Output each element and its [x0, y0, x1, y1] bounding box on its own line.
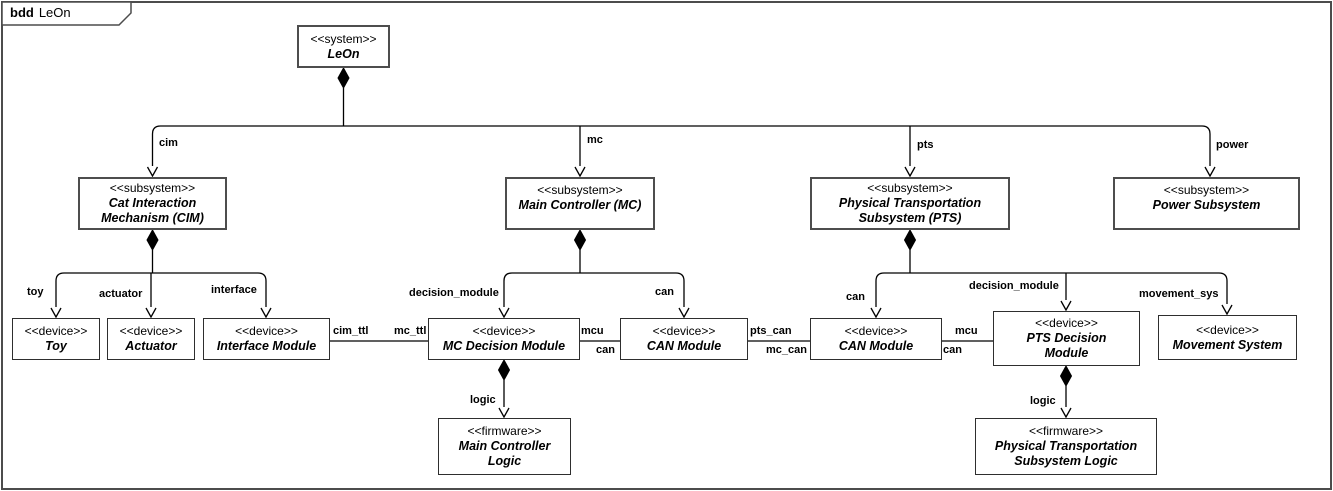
- edge-label-pts-mcu: mcu: [955, 325, 978, 337]
- arrowhead-pts: [904, 166, 916, 178]
- block-name: LeOn: [327, 46, 360, 61]
- edge-cim-branch: [55, 272, 267, 307]
- arrowhead-pts-can: [870, 307, 882, 319]
- edge-label-pts: pts: [917, 139, 934, 151]
- block-leon[interactable]: <<system>> LeOn: [297, 25, 390, 68]
- edge-label-mc-mcu: mcu: [581, 325, 604, 337]
- frame-name: LeOn: [38, 5, 71, 20]
- edge-label-mc-logic: logic: [470, 394, 496, 406]
- edge-label-mc: mc: [587, 134, 603, 146]
- arrowhead-actuator: [145, 307, 157, 319]
- block-mc-decision-module[interactable]: <<device>> MC Decision Module: [428, 318, 580, 360]
- block-stereotype: <<device>>: [119, 324, 183, 338]
- edge-pts-branch: [875, 272, 1228, 307]
- block-name: Main Controller (MC): [518, 198, 642, 212]
- arrowhead-mc-can: [678, 307, 690, 319]
- block-name: Toy: [45, 339, 67, 353]
- edge-label-toy: toy: [27, 286, 44, 298]
- composition-diamond-mc: [573, 228, 587, 252]
- frame-title-tab: [1, 1, 132, 26]
- block-can-module-pts[interactable]: <<device>> CAN Module: [810, 318, 942, 360]
- edge-label-interface: interface: [211, 284, 257, 296]
- block-stereotype: <<device>>: [652, 324, 716, 338]
- block-movement-system[interactable]: <<device>> Movement System: [1158, 315, 1297, 360]
- edge-label-movement-sys: movement_sys: [1139, 288, 1219, 300]
- arrowhead-toy: [50, 307, 62, 319]
- edge-label-mc-can-port: can: [596, 344, 615, 356]
- frame-title: bdd LeOn: [10, 5, 71, 20]
- block-main-controller-logic[interactable]: <<firmware>> Main Controller Logic: [438, 418, 571, 475]
- edge-label-cim: cim: [159, 137, 178, 149]
- block-stereotype: <<firmware>>: [467, 424, 542, 438]
- edge-label-power: power: [1216, 139, 1249, 151]
- block-interface-module[interactable]: <<device>> Interface Module: [203, 318, 330, 360]
- block-stereotype: <<firmware>>: [1028, 424, 1104, 438]
- edge-label-pts-decision: decision_module: [969, 280, 1059, 292]
- block-power-subsystem[interactable]: <<subsystem>> Power Subsystem: [1113, 177, 1300, 230]
- arrowhead-pts-decision: [1060, 300, 1072, 312]
- arrowhead-power: [1204, 166, 1216, 178]
- edge-mc-branch: [503, 272, 685, 307]
- frame-keyword: bdd: [10, 5, 34, 20]
- arrowhead-pts-logic: [1060, 407, 1072, 419]
- block-can-module-mc[interactable]: <<device>> CAN Module: [620, 318, 748, 360]
- edge-label-mc-can-link: mc_can: [766, 344, 807, 356]
- block-main-controller[interactable]: <<subsystem>> Main Controller (MC): [505, 177, 655, 230]
- edge-label-cim-ttl: cim_ttl: [333, 325, 369, 337]
- composition-diamond-pts-decision: [1059, 364, 1073, 388]
- block-stereotype: <<device>>: [24, 324, 88, 338]
- composition-diamond-mc-decision: [497, 358, 511, 382]
- edge-label-pts-can-port: can: [943, 344, 962, 356]
- block-stereotype: <<device>>: [235, 324, 298, 338]
- composition-diamond-pts: [903, 228, 917, 252]
- block-name: Physical Transportation Subsystem Logic: [994, 439, 1138, 468]
- block-name: MC Decision Module: [442, 339, 566, 353]
- block-stereotype: <<device>>: [1196, 322, 1259, 337]
- block-cat-interaction-mechanism[interactable]: <<subsystem>> Cat Interaction Mechanism …: [78, 177, 227, 230]
- block-stereotype: <<subsystem>>: [537, 183, 623, 197]
- arrowhead-interface: [260, 307, 272, 319]
- block-name: Movement System: [1172, 337, 1283, 352]
- block-physical-transportation-subsystem[interactable]: <<subsystem>> Physical Transportation Su…: [810, 177, 1010, 230]
- arrowhead-mc: [574, 166, 586, 178]
- block-stereotype: <<subsystem>>: [867, 181, 953, 195]
- block-name: Main Controller Logic: [458, 439, 551, 468]
- arrowhead-mc-logic: [498, 407, 510, 419]
- edge-label-mc-can: can: [655, 286, 674, 298]
- block-name: Physical Transportation Subsystem (PTS): [838, 196, 982, 225]
- block-actuator[interactable]: <<device>> Actuator: [107, 318, 195, 360]
- arrowhead-movement: [1221, 304, 1233, 316]
- edge-label-mc-decision: decision_module: [409, 287, 499, 299]
- block-name: CAN Module: [646, 339, 722, 353]
- edge-label-pts-can: can: [846, 291, 865, 303]
- block-stereotype: <<subsystem>>: [1163, 183, 1250, 197]
- block-name: CAN Module: [838, 339, 914, 353]
- block-stereotype: <<device>>: [844, 324, 908, 338]
- edge-leon-trunk: [151, 125, 1211, 166]
- block-pts-logic[interactable]: <<firmware>> Physical Transportation Sub…: [975, 418, 1157, 475]
- block-pts-decision-module[interactable]: <<device>> PTS Decision Module: [993, 311, 1140, 366]
- block-name: Interface Module: [216, 339, 317, 353]
- block-stereotype: <<system>>: [310, 31, 377, 46]
- composition-diamond-cim: [146, 228, 159, 252]
- composition-diamond-leon: [337, 66, 350, 90]
- block-stereotype: <<device>>: [472, 324, 536, 338]
- block-toy[interactable]: <<device>> Toy: [12, 318, 100, 360]
- block-stereotype: <<device>>: [1035, 316, 1098, 330]
- block-stereotype: <<subsystem>>: [109, 181, 196, 195]
- edge-label-pts-can-link: pts_can: [750, 325, 792, 337]
- arrowhead-mc-decision: [498, 307, 510, 319]
- block-name: Cat Interaction Mechanism (CIM): [101, 196, 204, 225]
- block-name: Actuator: [125, 339, 177, 353]
- edge-label-mc-ttl: mc_ttl: [394, 325, 427, 337]
- edge-label-pts-logic: logic: [1030, 395, 1056, 407]
- block-name: Power Subsystem: [1152, 198, 1261, 212]
- edge-label-actuator: actuator: [99, 288, 143, 300]
- block-name: PTS Decision Module: [1026, 331, 1107, 360]
- arrowhead-cim: [146, 166, 159, 178]
